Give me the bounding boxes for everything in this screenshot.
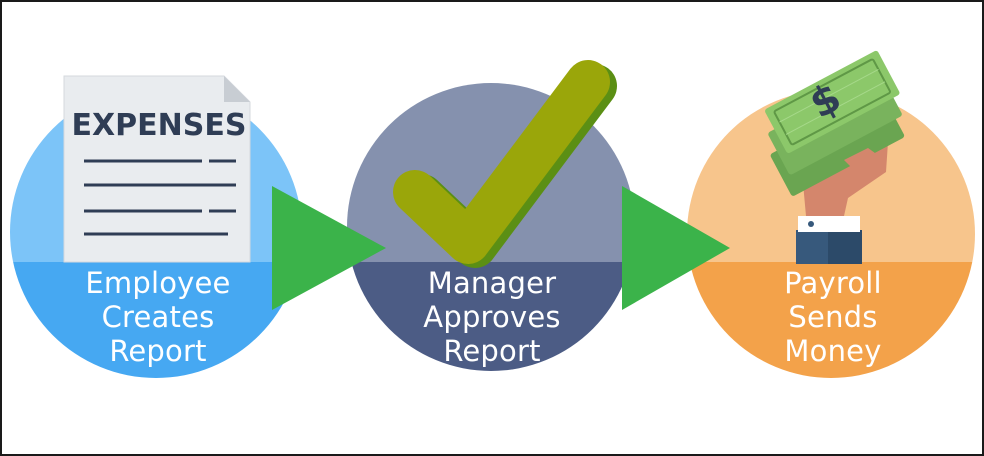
expenses-heading: EXPENSES (72, 108, 247, 143)
step-manager-line1: Manager (372, 266, 612, 300)
step-manager-line2: Approves (372, 300, 612, 334)
step-payroll-line2: Sends (713, 300, 953, 334)
step-manager-label: Manager Approves Report (372, 266, 612, 368)
step-payroll-line1: Payroll (713, 266, 953, 300)
expense-report-icon: EXPENSES (64, 76, 250, 262)
step-manager-line3: Report (372, 334, 612, 368)
step-payroll-line3: Money (713, 334, 953, 368)
step-employee-line3: Report (38, 334, 278, 368)
step-employee-line1: Employee (38, 266, 278, 300)
step-employee-label: Employee Creates Report (38, 266, 278, 368)
step-employee-line2: Creates (38, 300, 278, 334)
step-payroll-label: Payroll Sends Money (713, 266, 953, 368)
